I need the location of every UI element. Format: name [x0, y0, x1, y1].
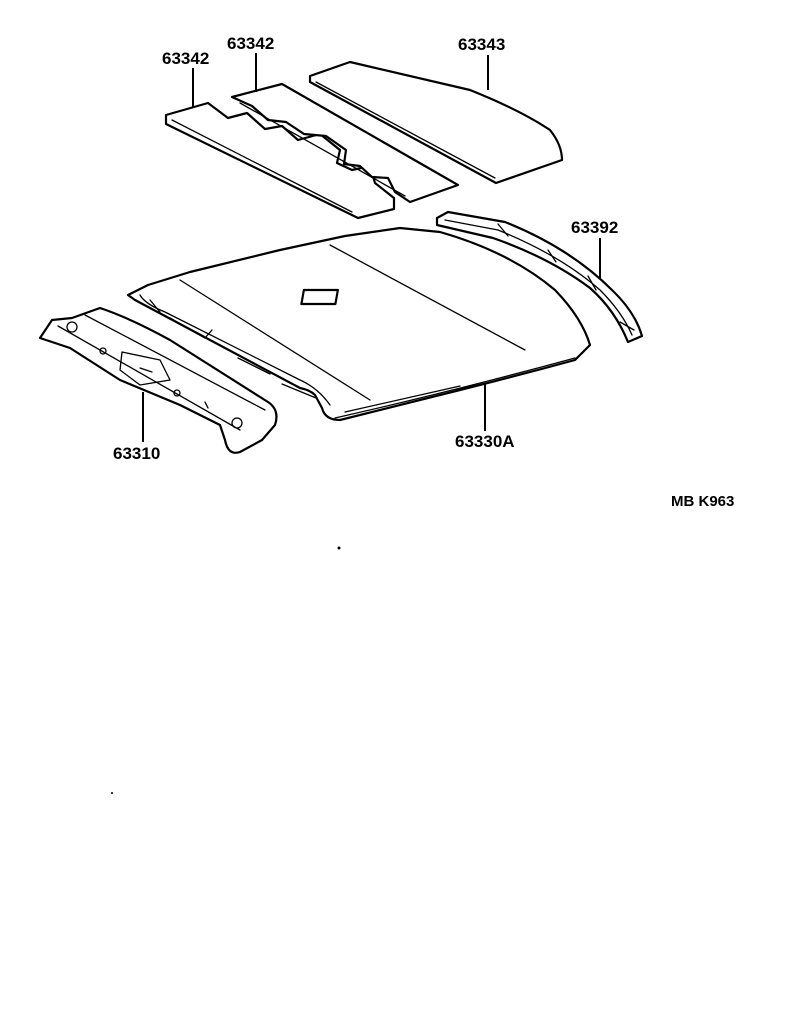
- silencer-pad-left: [164, 101, 396, 220]
- roof-headliner: [126, 226, 592, 422]
- drawing-code: MB K963: [671, 493, 734, 510]
- rear-roof-rail: [435, 210, 644, 344]
- label-63343: 63343: [458, 35, 505, 54]
- scan-speck: [337, 546, 341, 550]
- front-header-panel: [38, 306, 278, 454]
- silencer-pad-rear: [308, 60, 564, 185]
- label-63392: 63392: [571, 218, 618, 237]
- label-63342-mid: 63342: [227, 34, 274, 53]
- label-63310: 63310: [113, 444, 160, 463]
- label-63342-left: 63342: [162, 49, 209, 68]
- silencer-pad-middle: [230, 82, 460, 204]
- label-63330A: 63330A: [455, 432, 515, 451]
- scan-speck: [111, 792, 113, 794]
